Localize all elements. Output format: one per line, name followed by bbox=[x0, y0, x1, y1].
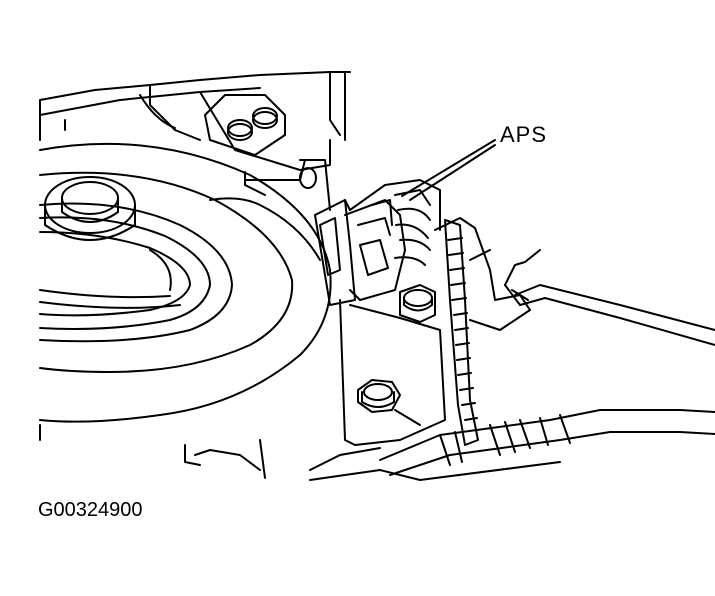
aps-sensor-assembly bbox=[314, 179, 531, 446]
aps-label: APS bbox=[500, 122, 548, 147]
callout-leader bbox=[401, 139, 496, 201]
upper-mount-bolts bbox=[204, 94, 317, 189]
hoses-and-cable bbox=[309, 249, 715, 481]
strut-tower bbox=[39, 142, 332, 441]
lower-bolt bbox=[357, 379, 421, 426]
figure-id: G00324900 bbox=[38, 499, 143, 521]
body-panels bbox=[39, 71, 381, 479]
